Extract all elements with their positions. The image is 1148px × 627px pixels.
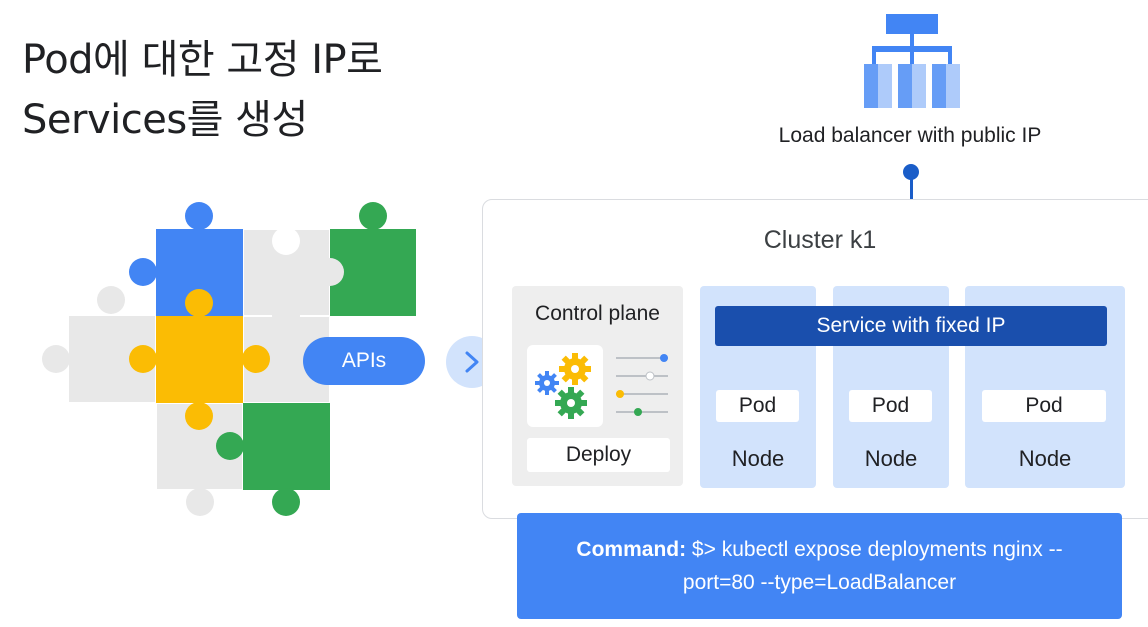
title-line-2: Services를 생성 <box>22 97 308 143</box>
pod-box-1: Pod <box>716 390 799 422</box>
load-balancer-icon <box>864 14 960 108</box>
command-line-1: $> kubectl expose deployments nginx -- <box>686 538 1063 561</box>
chevron-right-icon <box>465 351 479 373</box>
page-title: Pod에 대한 고정 IP로 Services를 생성 <box>22 30 383 150</box>
cluster-label: Cluster k1 <box>763 226 877 254</box>
control-plane-label: Control plane <box>535 302 660 325</box>
gears-icon <box>527 345 603 427</box>
pod-box-2: Pod <box>849 390 932 422</box>
node-label-3: Node <box>1018 446 1072 471</box>
puzzle-piece-yellow <box>129 289 270 430</box>
deploy-box: Deploy <box>527 438 670 472</box>
command-box: Command: $> kubectl expose deployments n… <box>517 513 1122 619</box>
apis-pill: APIs <box>303 337 425 385</box>
load-balancer-label: Load balancer with public IP <box>778 124 1042 147</box>
puzzle-piece-green-top <box>316 202 416 316</box>
service-bar: Service with fixed IP <box>715 306 1107 346</box>
title-line-1: Pod에 대한 고정 IP로 <box>22 37 383 83</box>
sliders-icon <box>616 354 668 416</box>
node-label-2: Node <box>864 446 918 471</box>
puzzle-piece-gray-left <box>42 286 157 404</box>
command-prefix: Command: <box>576 538 687 561</box>
pod-box-3: Pod <box>982 390 1106 422</box>
connector-dot <box>903 164 919 180</box>
puzzle-piece-green-bottom <box>216 403 330 516</box>
command-line-2: port=80 --type=LoadBalancer <box>682 571 957 594</box>
node-label-1: Node <box>731 446 785 471</box>
